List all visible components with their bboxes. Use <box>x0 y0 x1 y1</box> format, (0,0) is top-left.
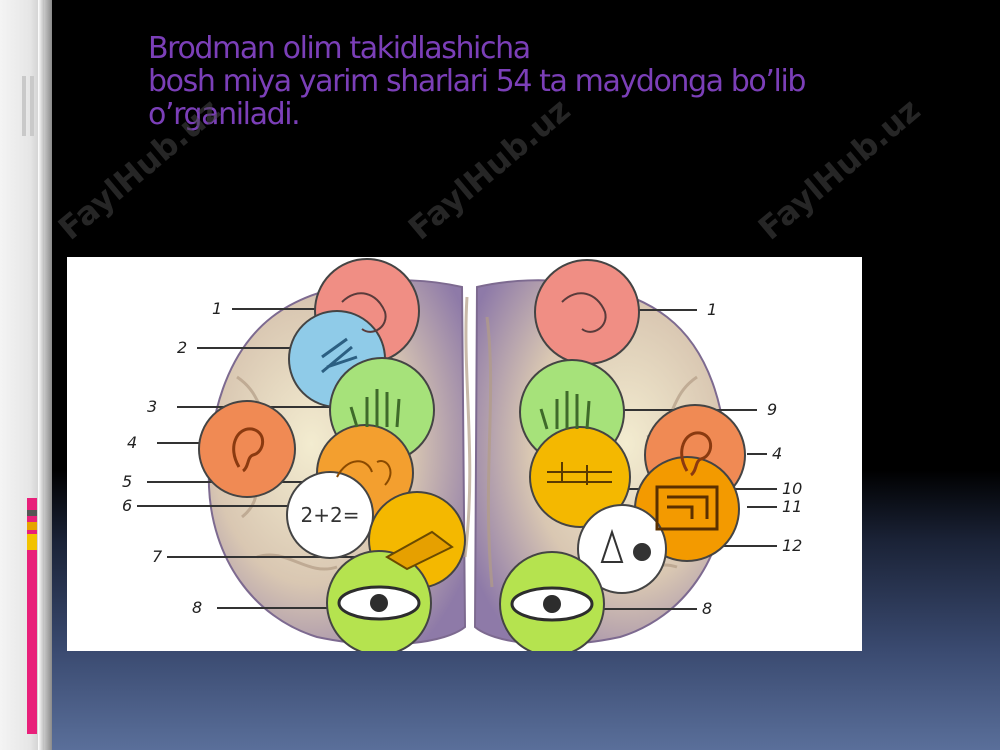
shapes-icon <box>600 528 651 563</box>
side-strip-edge <box>38 0 44 750</box>
label-left-6: 6 <box>122 496 132 515</box>
brain-diagram: 2+2= 1 2 3 4 5 6 7 8 <box>122 258 802 651</box>
label-left-3: 3 <box>147 397 157 416</box>
title-line-2: bosh miya yarim sharlari 54 ta maydonga … <box>148 64 806 99</box>
hand-blue-icon <box>321 337 358 374</box>
area-ear-circle-left <box>198 400 296 498</box>
label-left-5: 5 <box>122 472 132 491</box>
label-right-4: 4 <box>772 444 782 463</box>
writing-icon <box>385 530 454 571</box>
ear-icon <box>232 427 713 477</box>
area-face-circle-right <box>534 259 640 365</box>
area-labels: 1 2 3 4 5 6 7 8 1 9 4 10 11 12 8 <box>122 299 802 618</box>
brain-brodmann-figure: 2+2= 1 2 3 4 5 6 7 8 <box>67 257 862 651</box>
accent-bar-segment <box>27 522 37 530</box>
math-text: 2+2= <box>301 503 360 527</box>
label-left-1: 1 <box>212 299 222 318</box>
label-left-2: 2 <box>177 338 187 357</box>
strip-mark <box>30 76 34 136</box>
area-shapes-circle <box>577 504 667 594</box>
speech-icon <box>336 460 392 486</box>
strip-mark <box>22 76 26 136</box>
label-left-4: 4 <box>127 433 137 452</box>
label-right-9: 9 <box>767 400 777 419</box>
hand-icon <box>349 389 591 430</box>
accent-bar <box>27 498 37 734</box>
face-icon <box>341 292 607 333</box>
label-right-1: 1 <box>707 300 717 319</box>
label-right-8: 8 <box>702 599 712 618</box>
title-line-3: o’rganiladi. <box>148 97 301 132</box>
area-math-circle <box>286 471 374 559</box>
label-right-11: 11 <box>782 497 802 516</box>
area-music-circle <box>529 426 631 528</box>
watermark: FaylHub.uz <box>51 90 228 248</box>
music-icon <box>547 462 612 485</box>
title-line-1: Brodman olim takidlashicha <box>148 31 531 66</box>
label-right-12: 12 <box>782 536 802 555</box>
label-left-7: 7 <box>152 547 163 566</box>
eye-icon <box>337 585 594 622</box>
label-right-10: 10 <box>782 479 802 498</box>
accent-bar-segment <box>27 510 37 516</box>
slide-side-strip <box>0 0 52 750</box>
accent-bar-segment <box>27 534 37 550</box>
slide-title: Brodman olim takidlashicha bosh miya yar… <box>148 32 988 131</box>
label-left-8: 8 <box>192 598 202 617</box>
maze-icon <box>655 485 719 531</box>
